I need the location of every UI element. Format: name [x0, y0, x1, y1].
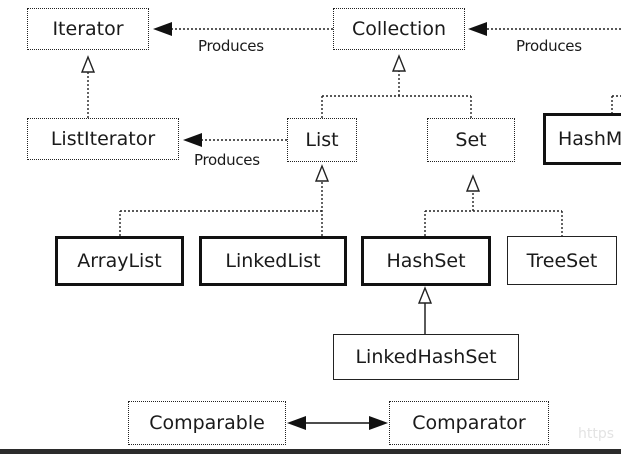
linkedhashset-class-box: LinkedHashSet — [333, 334, 519, 380]
edge-collection-produces-iterator — [153, 22, 333, 36]
produces-label-iterator: Produces — [198, 37, 264, 55]
edge-list-set-extend-collection — [321, 54, 472, 118]
edge-map-stub — [611, 95, 621, 113]
edge-list-produces-listiterator — [183, 133, 287, 147]
comparable-interface-box: Comparable — [128, 401, 286, 445]
linkedlist-class-box: LinkedList — [199, 236, 347, 286]
iterator-interface-box: Iterator — [27, 8, 149, 50]
list-interface-box: List — [287, 118, 357, 162]
treeset-class-box: TreeSet — [507, 236, 617, 285]
set-interface-box: Set — [427, 118, 515, 162]
arraylist-class-box: ArrayList — [55, 236, 184, 286]
comparator-interface-box: Comparator — [389, 401, 549, 445]
produces-label-listiterator: Produces — [194, 151, 260, 169]
edge-linkedhashset-extends-hashset — [417, 286, 433, 334]
collection-interface-box: Collection — [333, 8, 465, 50]
hashset-class-box: HashSet — [361, 236, 491, 286]
listiterator-interface-box: ListIterator — [27, 118, 179, 160]
edge-hashset-treeset-implement-set — [424, 174, 563, 236]
hashmap-class-box: HashM — [543, 113, 621, 165]
edge-map-produces-collection — [468, 22, 621, 36]
edge-arraylist-linkedlist-implement-list — [119, 164, 330, 236]
produces-label-map: Produces — [516, 37, 582, 55]
edge-listiterator-extends-iterator — [80, 55, 96, 118]
watermark-text: https — [578, 426, 615, 442]
edge-comparable-comparator — [287, 416, 388, 430]
bottom-border — [0, 449, 621, 454]
